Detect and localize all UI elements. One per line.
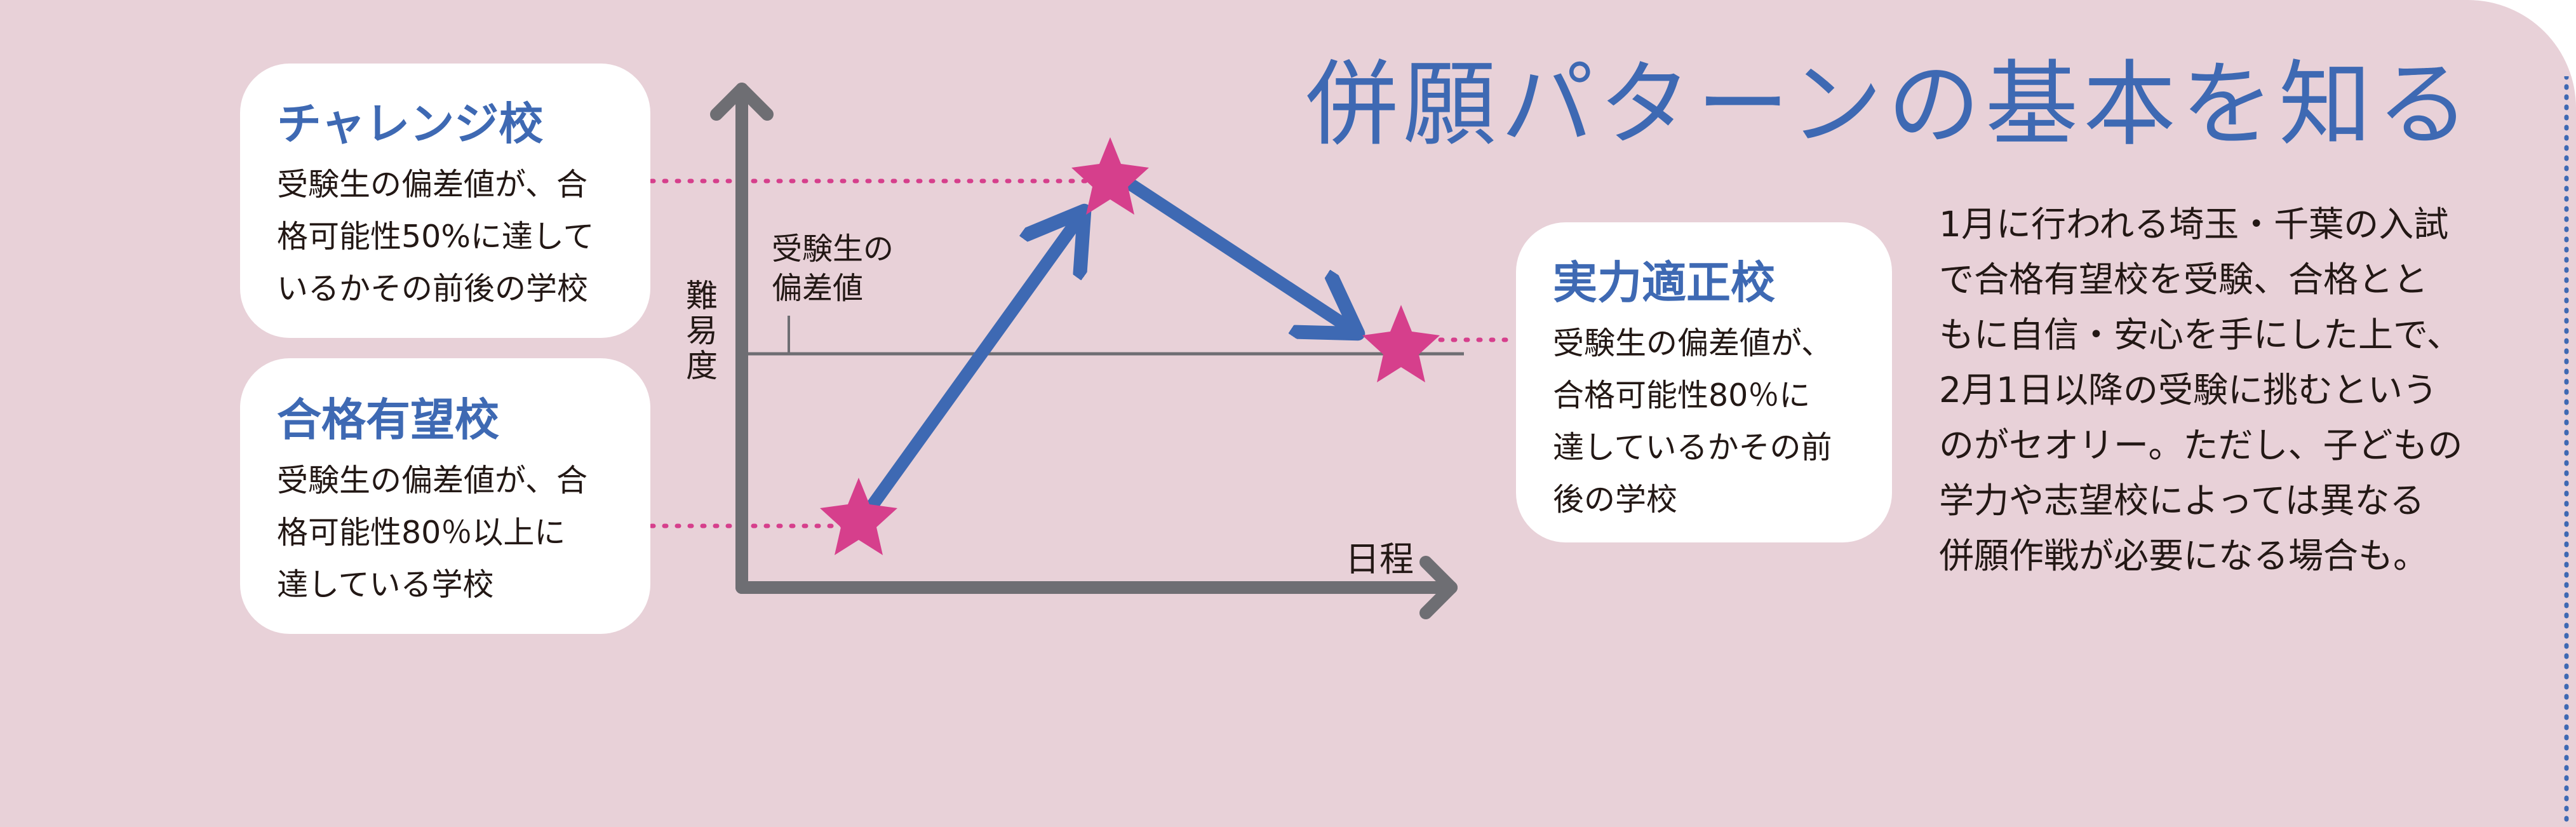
y-axis (710, 83, 774, 594)
reference-label: 受験生の偏差値 (772, 231, 894, 306)
star-fit (1362, 305, 1440, 382)
hopeful-school-card: 合格有望校 受験生の偏差値が、合 格可能性80％以上に 達している学校 (240, 358, 650, 634)
x-axis (735, 556, 1458, 619)
card-title: 実力適正校 (1553, 257, 1775, 309)
card-body: 受験生の偏差値が、合 格可能性50%に達して いるかその前後の学校 (277, 166, 594, 307)
y-axis-label: 難易度 (686, 278, 718, 384)
edge-dotted-border (2564, 76, 2569, 827)
page-title: 併願パターンの基本を知る (1305, 51, 2474, 159)
card-body: 受験生の偏差値が、合 格可能性80％以上に 達している学校 (277, 462, 588, 603)
x-axis-label: 日程 (1345, 539, 1414, 579)
challenge-school-card: チャレンジ校 受験生の偏差値が、合 格可能性50%に達して いるかその前後の学校 (240, 64, 650, 338)
arrow-challenge-to-fit (1124, 178, 1356, 332)
star-challenge (1071, 137, 1149, 215)
star-hopeful (820, 478, 897, 555)
fit-school-card: 実力適正校 受験生の偏差値が、 合格可能性80％に 達しているかその前 後の学校 (1516, 222, 1892, 542)
description-text: 1月に行われる埼玉・千葉の入試 で合格有望校を受験、合格とと もに自信・安心を手… (1939, 204, 2463, 576)
arrow-hopeful-to-challenge (855, 213, 1083, 527)
card-title: チャレンジ校 (277, 98, 544, 150)
card-body: 受験生の偏差値が、 合格可能性80％に 達しているかその前 後の学校 (1553, 325, 1833, 518)
card-title: 合格有望校 (277, 394, 499, 446)
